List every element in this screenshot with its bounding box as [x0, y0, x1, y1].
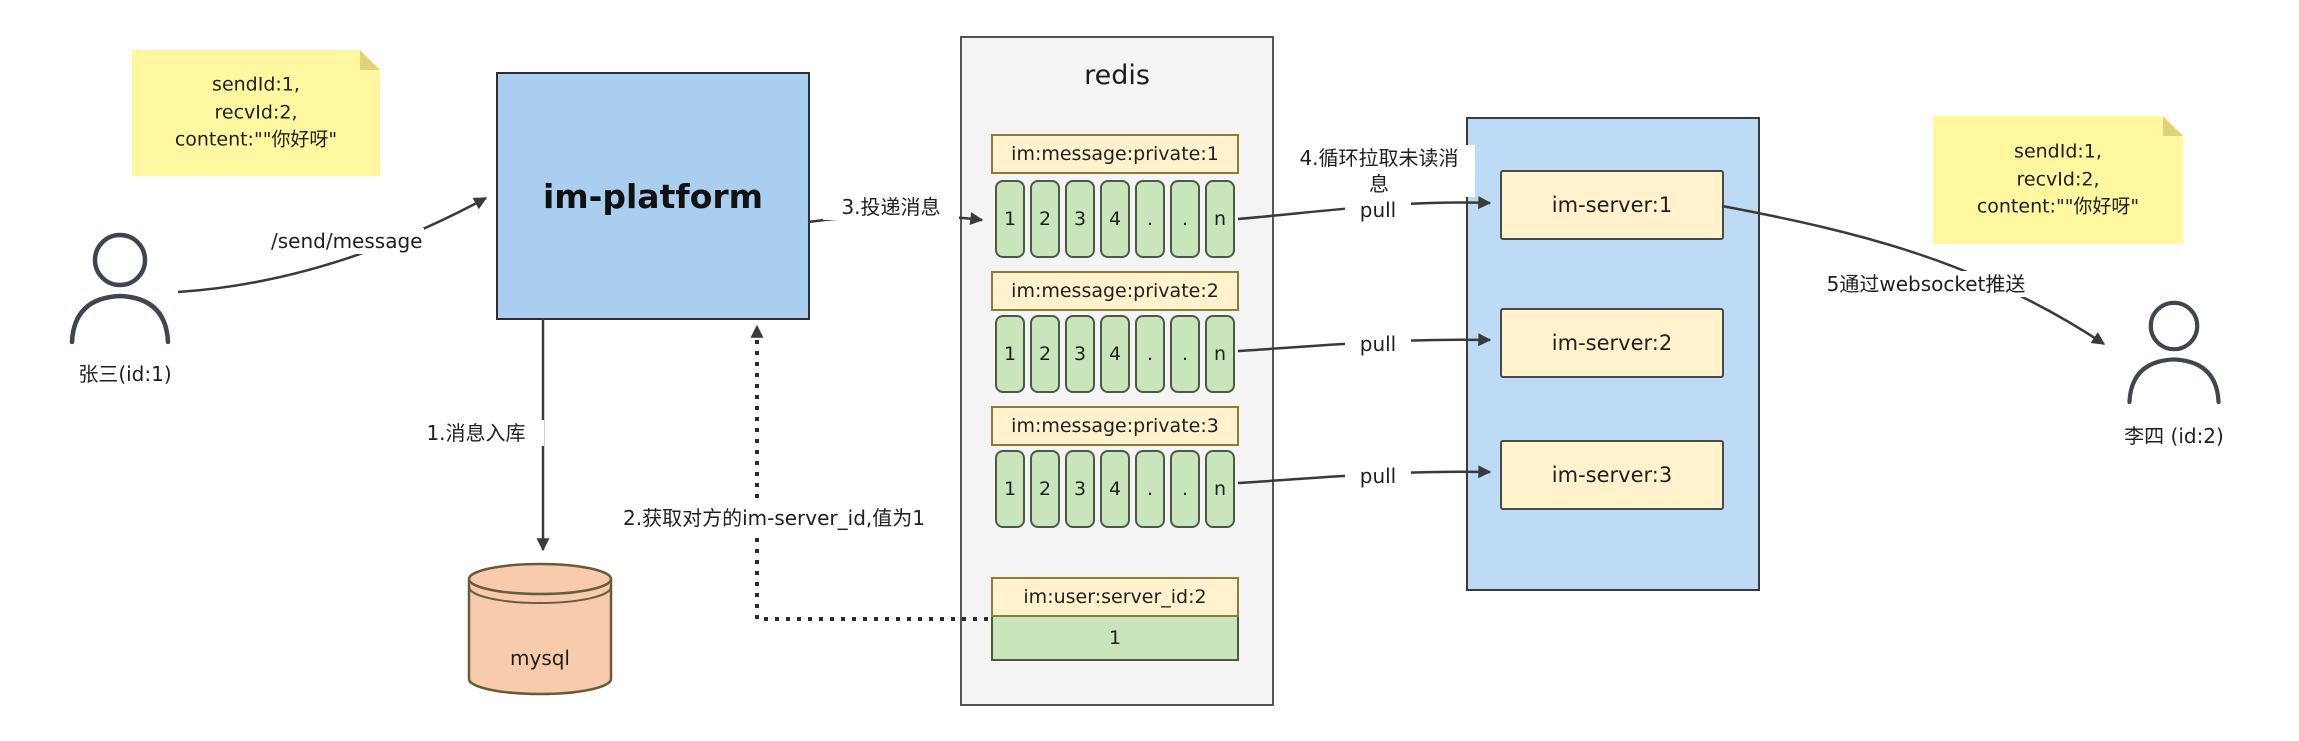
person-icon [69, 232, 171, 345]
edge-label-lookup: 2.获取对方的im-server_id,值为1 [610, 505, 938, 531]
edge-label-pull-1: pull [1345, 197, 1411, 223]
queue-cell: 1 [995, 450, 1025, 528]
edge-label-pull-2: pull [1345, 331, 1411, 357]
queue-1-header: im:message:private:1 [991, 134, 1239, 174]
queue-cell: 1 [995, 315, 1025, 393]
queue-cell: 4 [1100, 450, 1130, 528]
edge-label-poll: 4.循环拉取未读消 息 [1283, 145, 1475, 197]
queue-cell: 3 [1065, 315, 1095, 393]
mysql-label: mysql [510, 646, 570, 670]
mysql-database: mysql [466, 562, 614, 696]
actor-sender-label: 张三(id:1) [78, 362, 172, 386]
im-platform-label: im-platform [542, 176, 764, 216]
edge-label-pull-3: pull [1345, 463, 1411, 489]
edge-label-send: /send/message [268, 228, 424, 254]
queue-cell: 3 [1065, 450, 1095, 528]
edge-lookup-server-id [750, 324, 988, 621]
queue-cell: 2 [1030, 315, 1060, 393]
queue-cell: n [1205, 450, 1235, 528]
database-cylinder-icon [467, 562, 613, 696]
actor-sender [64, 232, 176, 345]
actor-receiver-label: 李四 (id:2) [2124, 424, 2224, 448]
receiver-note: sendId:1, recvId:2, content:""你好呀" [1933, 116, 2183, 244]
queue-cell: 1 [995, 180, 1025, 258]
user-server-mapping-header: im:user:server_id:2 [991, 577, 1239, 617]
queue-3-header: im:message:private:3 [991, 406, 1239, 446]
queue-cell: 2 [1030, 180, 1060, 258]
im-server-2-box: im-server:2 [1500, 308, 1724, 378]
queue-cell: . [1170, 450, 1200, 528]
im-platform-box: im-platform [496, 72, 810, 320]
im-server-1-box: im-server:1 [1500, 170, 1724, 240]
receiver-note-text: sendId:1, recvId:2, content:""你好呀" [1976, 140, 2140, 218]
queue-1-cells: 1 2 3 4 . . n [995, 180, 1235, 258]
edge-label-deliver: 3.投递消息 [823, 194, 959, 220]
queue-cell: n [1205, 180, 1235, 258]
queue-cell: . [1135, 450, 1165, 528]
user-server-mapping-value: 1 [991, 617, 1239, 661]
queue-cell: . [1135, 315, 1165, 393]
queue-2-header: im:message:private:2 [991, 271, 1239, 311]
redis-title: redis [1084, 60, 1150, 91]
queue-2-cells: 1 2 3 4 . . n [995, 315, 1235, 393]
queue-cell: . [1170, 315, 1200, 393]
queue-cell: 2 [1030, 450, 1060, 528]
person-icon [2127, 300, 2221, 405]
queue-cell: . [1135, 180, 1165, 258]
edge-label-store: 1.消息入库 [408, 420, 544, 446]
queue-cell: 4 [1100, 180, 1130, 258]
queue-3-cells: 1 2 3 4 . . n [995, 450, 1235, 528]
queue-cell: . [1170, 180, 1200, 258]
queue-cell: 3 [1065, 180, 1095, 258]
sender-note-text: sendId:1, recvId:2, content:""你好呀" [174, 73, 338, 151]
im-server-3-box: im-server:3 [1500, 440, 1724, 510]
edge-label-push: 5通过websocket推送 [1818, 271, 2034, 297]
queue-cell: n [1205, 315, 1235, 393]
actor-receiver [2122, 300, 2226, 405]
sender-note: sendId:1, recvId:2, content:""你好呀" [132, 50, 380, 176]
queue-cell: 4 [1100, 315, 1130, 393]
